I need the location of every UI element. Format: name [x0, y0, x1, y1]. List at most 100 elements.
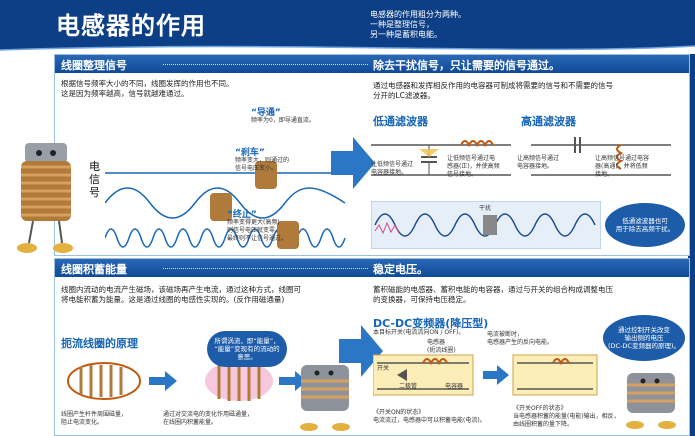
bubble-line: 低通滤波器也可	[622, 217, 668, 225]
callout-line: 意思。	[237, 353, 257, 361]
summary-line: 一种是整理信号，	[370, 20, 434, 29]
note-line: 信号电压变小。	[235, 165, 278, 172]
note-line: 让高频信号通过电容	[595, 155, 650, 162]
brake-title: “刹车”	[235, 148, 265, 158]
section-bar: 线圈整理信号 除去干扰信号，只让需要的信号通过。	[55, 55, 689, 73]
note-line: 阻止电流变化。	[61, 419, 104, 426]
note-line: 频率变大，则通过的	[235, 157, 290, 164]
section-text: 线圈内流动的电流产生磁场，该磁场再产生电流，通过这种方式，线圈可 将电能积蓄为能…	[61, 285, 361, 305]
text-line: 蓄积磁能的电感器、蓄积电能的电容器，通过与开关的组合构成调整电压	[373, 285, 613, 294]
section-heading: 线圈整理信号	[61, 59, 127, 72]
vortex-callout: 所谓涡流，即“能量”，“能量”变现有的流动的意思。	[207, 331, 287, 367]
highpass-note-1: 让高频信号通过 电容器接地。	[517, 155, 559, 171]
switch-label: 开关	[377, 365, 390, 372]
callout-line: 所谓涡流，即“能量”，	[214, 337, 280, 345]
section-text: 根据信号频率大小的不同，线圈发挥的作用也不同。 这是因为频率越高，信号就越难通过…	[61, 79, 361, 99]
note-line: 电容器接地。	[517, 163, 554, 170]
pass-desc: 频率为0，即导通直流。	[251, 117, 315, 124]
text-line: 根据信号频率大小的不同，线圈发挥的作用也不同。	[61, 79, 234, 88]
coil-character-illustration	[300, 365, 350, 431]
capacitor-label: 电容器	[445, 383, 464, 390]
switch-off-note: 《开关OFF的状态》 当电感器积蓄的能量(电能)输出，相反， 由线圈积蓄的量下降…	[513, 405, 620, 429]
note-line: 由线圈积蓄的量下降。	[513, 421, 574, 428]
section-heading-right: 除去干扰信号，只让需要的信号通过。	[373, 59, 560, 72]
lowpass-note-1: 让低频信号通过 电容器接地。	[371, 161, 413, 177]
summary-line: 电感器的作用粗分为两种。	[370, 10, 466, 19]
note-line: 则信号电压就变零，	[227, 227, 282, 234]
note-line: 《开关ON的状态》	[373, 409, 425, 416]
dotted-divider	[163, 268, 368, 270]
note-line: 当电感器积蓄的能量(电能)输出，相反，	[513, 413, 620, 420]
note-line: 信号接地。	[447, 171, 478, 178]
switch-off-mid-note: 电流被断时， 电感器产生的反向电能。	[487, 331, 553, 347]
note-line: 电感器	[427, 339, 446, 346]
right-arrow-icon	[339, 325, 383, 377]
section-text-right: 蓄积磁能的电感器、蓄积电能的电容器，通过与开关的组合构成调整电压 的变换器，可保…	[373, 285, 683, 305]
pass-title: “导通”	[251, 108, 281, 118]
choke-coil-diagram	[67, 361, 307, 401]
switch-on-note: 《开关ON的状态》 电流流过，电感器中可以积蓄电能(电流)。	[373, 409, 486, 425]
lowpass-info-bubble: 低通滤波器也可用于除去高频干扰。	[605, 203, 685, 247]
note-line: 让低频信号通过	[371, 161, 414, 168]
bubble-line: 输出侧的电压	[624, 334, 664, 342]
dcdc-converter-circuit	[373, 354, 598, 396]
section-heading-right: 稳定电压。	[373, 263, 428, 276]
filter-circuit-diagrams	[371, 137, 671, 176]
section-heading: 线圈积蓄能量	[61, 263, 127, 276]
dcdc-subtitle: 本目标开关(电流流向ON / OFF)。	[373, 329, 465, 336]
header-banner: 电感器的作用 电感器的作用粗分为两种。 一种是整理信号， 另一种是蓄积电能。	[0, 0, 695, 46]
highpass-title: 高通滤波器	[521, 115, 576, 128]
choke-note-a: 线圈产生杆件周围磁量， 阻止电流变化。	[61, 411, 127, 427]
note-line: 电流被断时，	[487, 331, 524, 338]
note-line: 电感器产生的反向电能。	[487, 339, 554, 346]
note-line: 电流流过，电感器中可以积蓄电能(电流)。	[373, 417, 486, 424]
bubble-line: 用于除去高频干扰。	[615, 225, 675, 233]
noise-filter-wave	[371, 201, 601, 249]
note-line: 感器(正)，并使高频	[447, 163, 500, 170]
panel-energy-storage: 线圈积蓄能量 稳定电压。 线圈内流动的电流产生磁场，该磁场再产生电流，通过这种方…	[54, 258, 690, 436]
section-bar: 线圈积蓄能量 稳定电压。	[55, 259, 689, 277]
coil-character-illustration	[17, 143, 73, 253]
stop-desc: 频率变得更大(高频) 则信号电压就变零， 最终则不让信号通过。	[227, 219, 287, 243]
lowpass-note-2: 让低频信号通过电 感器(正)，并使高频 信号接地。	[447, 155, 500, 179]
note-line: 最终则不让信号通过。	[227, 235, 288, 242]
dotted-divider	[163, 64, 368, 66]
dcdc-info-bubble: 通过控制开关改变输出侧的电压(DC-DC变频器的原理)。	[603, 315, 685, 361]
text-line: 分开的LC滤波器。	[373, 91, 435, 100]
note-line: 《开关OFF的状态》	[513, 405, 567, 412]
diode-label: 二极管	[399, 383, 418, 390]
note-line: 接地。	[595, 171, 614, 178]
page-title: 电感器的作用	[56, 12, 206, 40]
note-line: 让高频信号通过	[517, 155, 560, 162]
text-line: 线圈内流动的电流产生磁场，该磁场再产生电流，通过这种方式，线圈可	[61, 285, 301, 294]
right-arrow-icon	[331, 137, 375, 189]
choke-note-b: 通过对交流电的变化作用磁通量， 在线圈内积蓄能量。	[163, 411, 253, 427]
lowpass-title: 低通滤波器	[373, 115, 428, 128]
note-line: 器(高通)，并将低频	[595, 163, 648, 170]
text-line: 通过电感器和发挥相反作用的电容器可制成将需要的信号和不需要的信号	[373, 81, 613, 90]
choke-principle-title: 扼流线圈的原理	[61, 337, 138, 350]
panel-signal-shaping: 线圈整理信号 除去干扰信号，只让需要的信号通过。 根据信号频率大小的不同，线圈发…	[17, 54, 690, 256]
note-line: 电容器接地。	[371, 169, 408, 176]
signal-label: 电信号	[89, 160, 100, 199]
header-summary: 电感器的作用粗分为两种。 一种是整理信号， 另一种是蓄积电能。	[370, 10, 466, 40]
note-line: 让低频信号通过电	[447, 155, 496, 162]
note-line: 线圈产生杆件周围磁量，	[61, 411, 128, 418]
header-wave-decoration	[0, 40, 695, 51]
summary-line: 另一种是蓄积电能。	[370, 30, 442, 39]
text-line: 的变换器，可保持电压稳定。	[373, 295, 471, 304]
note-line: (扼流线圈)	[427, 347, 456, 354]
text-line: 这是因为频率越高，信号就越难通过。	[61, 89, 189, 98]
section-text-right: 通过电感器和发挥相反作用的电容器可制成将需要的信号和不需要的信号 分开的LC滤波…	[373, 81, 683, 101]
bubble-line: 通过控制开关改变	[617, 326, 670, 334]
note-line: 在线圈内积蓄能量。	[163, 419, 218, 426]
brake-desc: 频率变大，则通过的 信号电压变小。	[235, 157, 289, 173]
highpass-note-2: 让高频信号通过电容 器(高通)，并将低频 接地。	[595, 155, 649, 179]
right-edge-strip	[688, 54, 695, 436]
note-line: 频率变得更大(高频)	[227, 219, 280, 226]
text-line: 将电能积蓄为能量。这是通过线圈的电感性实现的。(反作用磁通量)	[61, 295, 285, 304]
callout-line: “能量”变现有的流动的	[214, 345, 280, 353]
note-line: 通过对交流电的变化作用磁通量，	[163, 411, 254, 418]
dcdc-title: DC-DC变频器(降压型)	[373, 317, 489, 330]
stop-title: “终止”	[227, 210, 257, 220]
